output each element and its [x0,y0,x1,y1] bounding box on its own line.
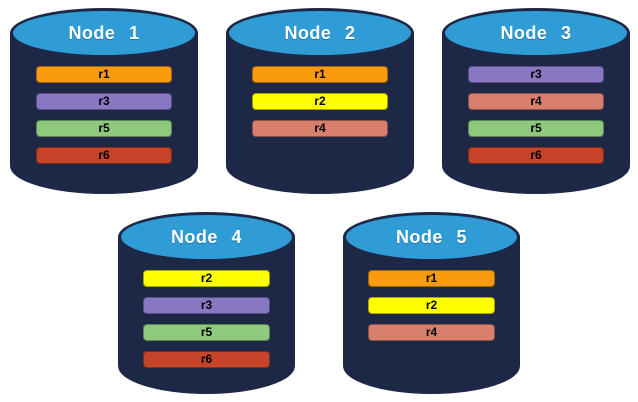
replica-label: r4 [530,94,542,108]
replica-label: r1 [425,271,438,285]
node-title: Node 4 [170,226,243,247]
replica-label: r4 [425,325,438,339]
replica-bar-r4: r4 [367,324,496,341]
node-title: Node 5 [395,226,468,247]
node-row-bottom: Node 4 r2 r3 r5 r6 Node 5 r1 r2 r4 [0,212,638,394]
replica-label: r1 [314,67,326,81]
replica-label: r6 [200,352,213,366]
replica-label: r3 [200,298,213,312]
replica-label: r4 [314,121,326,135]
replica-bar-r6: r6 [36,147,172,164]
replica-list: r1 r3 r5 r6 [36,66,172,164]
replica-bar-r2: r2 [252,93,388,110]
replica-label: r2 [314,94,326,108]
cylinder-top: Node 2 [226,8,414,58]
node-row-top: Node 1 r1 r3 r5 r6 Node 2 r1 r2 r4 Node 3 r3 r4 r5 r6 [0,0,638,194]
replica-bar-r2: r2 [142,270,271,287]
node-cylinder-5: Node 5 r1 r2 r4 [343,212,520,394]
replica-bar-r6: r6 [468,147,604,164]
replica-label: r1 [98,67,110,81]
replica-bar-r1: r1 [367,270,496,287]
replica-bar-r5: r5 [36,120,172,137]
node-cylinder-4: Node 4 r2 r3 r5 r6 [118,212,295,394]
cylinder-body [442,32,630,194]
node-cylinder-3: Node 3 r3 r4 r5 r6 [442,8,630,194]
replica-bar-r4: r4 [252,120,388,137]
cylinder-top: Node 4 [118,212,295,262]
replica-bar-r6: r6 [142,351,271,368]
cylinder-body [10,32,198,194]
node-title: Node 3 [500,22,572,43]
replica-list: r3 r4 r5 r6 [468,66,604,164]
replica-label: r6 [530,148,542,162]
replica-label: r3 [98,94,110,108]
cylinder-top: Node 3 [442,8,630,58]
cylinder-body [226,32,414,194]
replica-label: r2 [425,298,438,312]
cylinder-top: Node 1 [10,8,198,58]
replica-list: r1 r2 r4 [367,270,496,341]
node-cylinder-1: Node 1 r1 r3 r5 r6 [10,8,198,194]
replica-label: r2 [200,271,213,285]
replica-list: r1 r2 r4 [252,66,388,137]
replica-label: r5 [530,121,542,135]
replica-list: r2 r3 r5 r6 [142,270,271,368]
replica-bar-r3: r3 [142,297,271,314]
node-title: Node 2 [284,22,356,43]
replica-label: r3 [530,67,542,81]
replica-bar-r3: r3 [36,93,172,110]
replica-bar-r4: r4 [468,93,604,110]
replica-bar-r1: r1 [36,66,172,83]
replica-label: r6 [98,148,110,162]
cylinder-body [343,236,520,394]
replica-bar-r3: r3 [468,66,604,83]
replica-bar-r2: r2 [367,297,496,314]
node-cylinder-2: Node 2 r1 r2 r4 [226,8,414,194]
replica-label: r5 [98,121,110,135]
replica-bar-r1: r1 [252,66,388,83]
cylinder-top: Node 5 [343,212,520,262]
replica-label: r5 [200,325,213,339]
node-title: Node 1 [68,22,140,43]
replica-bar-r5: r5 [468,120,604,137]
replica-bar-r5: r5 [142,324,271,341]
